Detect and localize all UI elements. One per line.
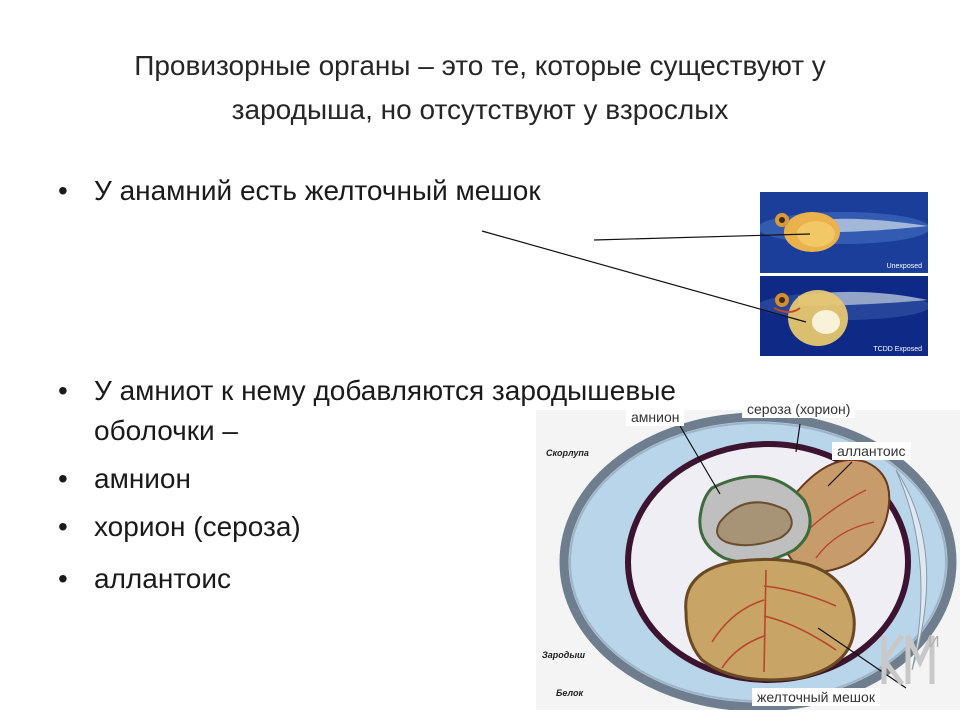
logo-letter: И xyxy=(928,634,940,651)
allantois-label: аллантоис xyxy=(832,442,911,460)
bullet-dot: • xyxy=(58,375,68,406)
bullet-text: аллантоис xyxy=(94,563,232,594)
photo-caption: Unexposed xyxy=(886,263,922,270)
seroza-label: сероза (хорион) xyxy=(742,400,856,418)
title-line-2: зародыша, но отсутствуют у взрослых xyxy=(231,94,729,125)
egg-diagram: Скорлупа Зародыш Белок xyxy=(536,410,960,712)
bullet-text: У анамний есть желточный мешок xyxy=(94,175,541,206)
slide-title: Провизорные органы – это те, которые сущ… xyxy=(40,44,920,132)
yolk-sac-label: желточный мешок xyxy=(752,688,880,706)
watermark-logo: И xyxy=(880,632,944,688)
bullet-dot: • xyxy=(58,563,68,594)
bullet-text: хорион (сероза) xyxy=(94,511,301,542)
bullet-dot: • xyxy=(58,175,68,206)
amnion-label: амнион xyxy=(626,408,685,426)
title-line-1: Провизорные органы – это те, которые сущ… xyxy=(134,50,826,81)
photo-caption: TCDD Exposed xyxy=(873,346,922,353)
bullet-text: У амниот к нему добавляются зародышевые xyxy=(94,375,676,406)
bullet-text: амнион xyxy=(94,463,191,494)
bullet-text-continuation: оболочки – xyxy=(94,415,239,446)
bullet-dot: • xyxy=(58,463,68,494)
shell-label: Скорлупа xyxy=(546,448,589,458)
albumen-label: Белок xyxy=(556,688,584,698)
embryo-label: Зародыш xyxy=(542,650,586,660)
bullet-dot: • xyxy=(58,511,68,542)
